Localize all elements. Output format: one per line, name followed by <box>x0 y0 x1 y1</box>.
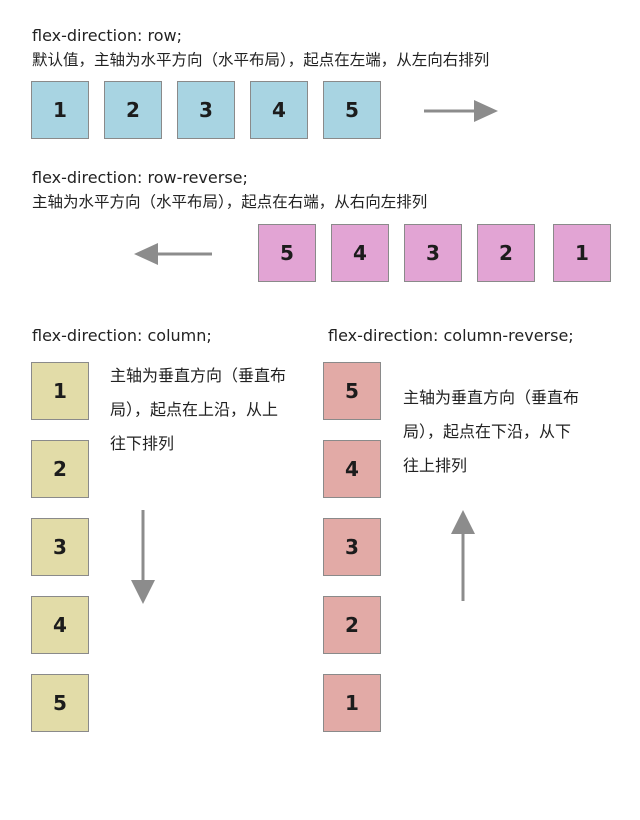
column-description: 主轴为垂直方向（垂直布局），起点在上沿，从上往下排列 <box>110 366 287 453</box>
column-reverse-item-box: 4 <box>323 440 381 498</box>
row-item-box: 3 <box>177 81 235 139</box>
arrow-up-icon <box>451 510 475 601</box>
arrow-left-icon <box>134 243 212 265</box>
row-reverse-item-box: 3 <box>404 224 462 282</box>
column-reverse-item-box: 5 <box>323 362 381 420</box>
row-reverse-item-box: 4 <box>331 224 389 282</box>
column-item-box: 5 <box>31 674 89 732</box>
column-reverse-item-box: 2 <box>323 596 381 654</box>
column-item-box: 3 <box>31 518 89 576</box>
column-reverse-code-label: flex-direction: column-reverse; <box>328 326 574 345</box>
row-reverse-item-box: 1 <box>553 224 611 282</box>
row-reverse-description: 主轴为水平方向（水平布局），起点在右端，从右向左排列 <box>32 193 428 211</box>
arrow-down-icon <box>131 510 155 604</box>
row-item-box: 4 <box>250 81 308 139</box>
row-item-box: 1 <box>31 81 89 139</box>
column-item-box: 4 <box>31 596 89 654</box>
row-description: 默认值，主轴为水平方向（水平布局），起点在左端，从左向右排列 <box>32 51 490 69</box>
row-reverse-item-box: 5 <box>258 224 316 282</box>
row-code-label: flex-direction: row; <box>32 26 182 45</box>
column-reverse-item-box: 3 <box>323 518 381 576</box>
column-item-box: 1 <box>31 362 89 420</box>
row-item-box: 2 <box>104 81 162 139</box>
column-reverse-item-box: 1 <box>323 674 381 732</box>
column-code-label: flex-direction: column; <box>32 326 212 345</box>
arrow-right-icon <box>424 100 498 122</box>
row-reverse-item-box: 2 <box>477 224 535 282</box>
column-reverse-description: 主轴为垂直方向（垂直布局），起点在下沿，从下往上排列 <box>403 388 580 475</box>
row-reverse-code-label: flex-direction: row-reverse; <box>32 168 248 187</box>
column-item-box: 2 <box>31 440 89 498</box>
row-item-box: 5 <box>323 81 381 139</box>
